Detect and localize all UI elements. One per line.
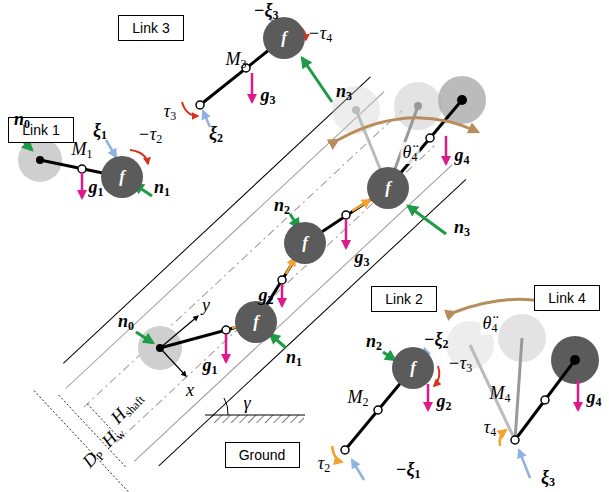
quantity-symbol: τ4: [484, 418, 496, 438]
vector-symbol: n2: [366, 332, 382, 352]
joint-circle: f: [101, 156, 143, 198]
vector-symbol: n1: [154, 178, 170, 198]
vector-symbol: g1: [203, 356, 218, 376]
vector-symbol: n3: [336, 82, 352, 102]
vector-symbol: g1: [89, 178, 104, 198]
vector-symbol: n3: [454, 218, 470, 238]
vector-symbol: ξ3: [541, 468, 555, 488]
box-title: Link 4: [548, 290, 585, 306]
quantity-symbol: −τ2: [138, 125, 163, 145]
link-box: Link 2: [371, 286, 437, 312]
joint-circle: f: [235, 301, 277, 343]
vector-symbol: g3: [355, 248, 370, 268]
quantity-symbol: y: [202, 296, 210, 314]
vector-symbol: n0: [14, 110, 30, 130]
force-symbol: f: [302, 233, 308, 253]
quantity-symbol: DP: [79, 444, 107, 472]
vector-symbol: n0: [118, 312, 134, 332]
quantity-symbol: γ: [243, 394, 250, 412]
link3-detail: [182, 18, 332, 127]
force-symbol: f: [385, 178, 391, 198]
vector-symbol: g4: [455, 146, 470, 166]
box-title: Link 2: [385, 291, 422, 307]
quantity-symbol: τ2: [318, 454, 330, 474]
quantity-symbol: θ̈4: [481, 313, 500, 335]
vector-symbol: −ξ1: [396, 460, 421, 480]
quantity-symbol: M3: [226, 50, 247, 70]
joint-circle: f: [284, 222, 326, 264]
link-box: Ground: [225, 442, 300, 468]
vector-symbol: g2: [437, 392, 452, 412]
vector-symbol: n1: [286, 348, 302, 368]
quantity-symbol: Hshaft: [107, 388, 146, 428]
joint-circle: f: [392, 347, 434, 389]
force-symbol: f: [119, 167, 125, 187]
quantity-symbol: M1: [72, 140, 93, 160]
quantity-symbol: τ3: [164, 102, 176, 122]
vector-symbol: −ξ3: [254, 1, 279, 21]
box-title: Link 3: [132, 20, 169, 36]
main-chain: [136, 76, 486, 376]
link-box: Link 3: [118, 15, 184, 41]
pipe: [34, 77, 466, 492]
link4-detail: [446, 299, 599, 478]
quantity-symbol: Hw: [98, 422, 127, 451]
force-symbol: f: [410, 358, 416, 378]
ground-line: [205, 398, 305, 423]
force-symbol: f: [253, 312, 259, 332]
joint-circle: f: [367, 167, 409, 209]
quantity-symbol: −τ3: [448, 354, 473, 374]
quantity-symbol: M2: [348, 388, 369, 408]
quantity-symbol: M4: [490, 384, 511, 404]
quantity-symbol: x: [186, 381, 194, 399]
link-box: Link 4: [534, 285, 600, 311]
joint-circle: f: [263, 17, 305, 59]
force-symbol: f: [281, 28, 287, 48]
quantity-symbol: −τ4: [308, 24, 333, 44]
vector-symbol: g3: [261, 86, 276, 106]
vector-symbol: n2: [274, 196, 290, 216]
vector-symbol: g2: [259, 286, 274, 306]
vector-symbol: −ξ2: [424, 330, 449, 350]
vector-symbol: ξ2: [209, 124, 223, 144]
quantity-symbol: θ̈4: [401, 142, 420, 164]
vector-symbol: g4: [587, 388, 602, 408]
vector-symbol: ξ1: [93, 121, 107, 141]
box-title: Ground: [239, 447, 286, 463]
